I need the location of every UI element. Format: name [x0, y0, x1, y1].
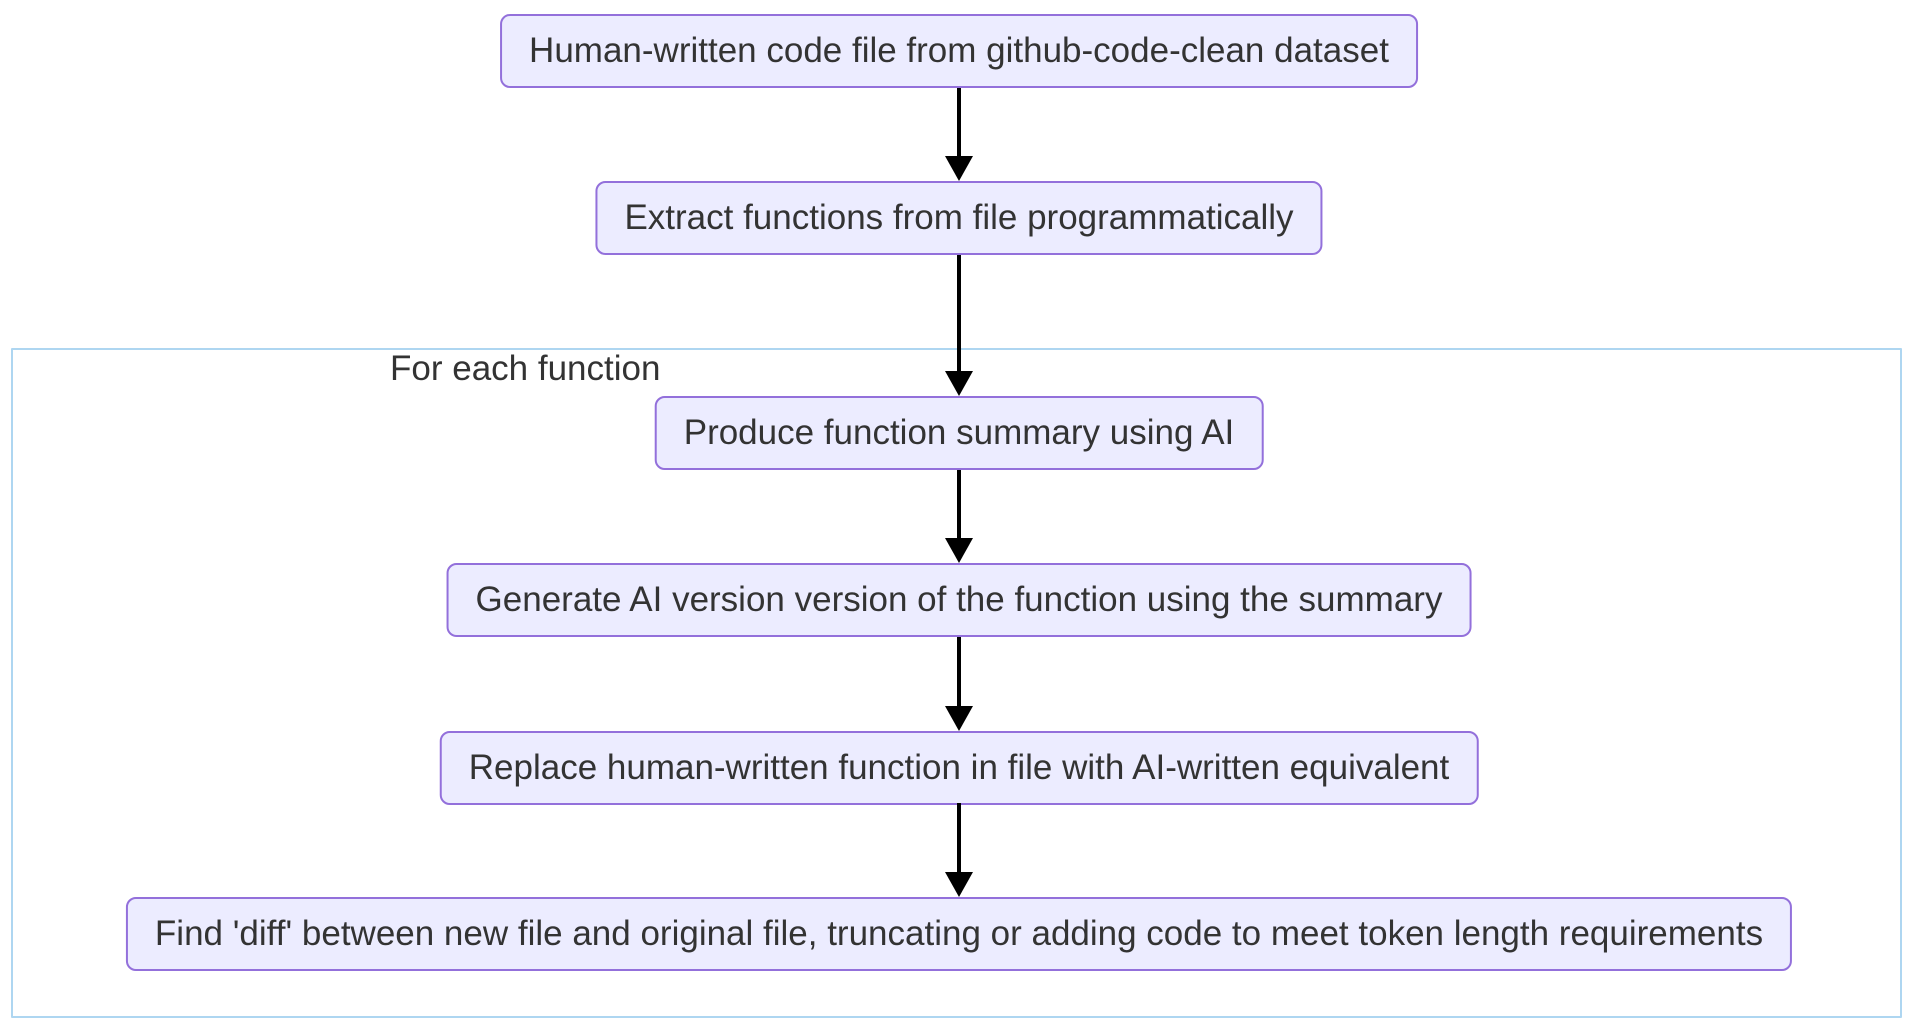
- arrow-shaft: [957, 803, 961, 872]
- arrow-shaft: [957, 255, 961, 371]
- arrow-down-icon: [945, 637, 973, 731]
- node-find-diff: Find 'diff' between new file and origina…: [125, 897, 1793, 971]
- arrow-down-icon: [945, 803, 973, 897]
- node-generate-ai-version: Generate AI version version of the funct…: [446, 563, 1472, 637]
- arrow-shaft: [957, 637, 961, 706]
- arrowhead-icon: [945, 156, 973, 181]
- arrow-shaft: [957, 88, 961, 156]
- arrowhead-icon: [945, 538, 973, 563]
- arrowhead-icon: [945, 706, 973, 731]
- node-source-file: Human-written code file from github-code…: [500, 14, 1418, 88]
- node-extract-functions: Extract functions from file programmatic…: [595, 181, 1323, 255]
- arrowhead-icon: [945, 371, 973, 396]
- for-each-function-group-label: For each function: [390, 349, 661, 388]
- arrow-shaft: [957, 470, 961, 538]
- node-replace-function: Replace human-written function in file w…: [439, 731, 1479, 805]
- arrow-down-icon: [945, 255, 973, 396]
- arrow-down-icon: [945, 88, 973, 181]
- arrow-down-icon: [945, 470, 973, 563]
- arrowhead-icon: [945, 872, 973, 897]
- node-produce-summary: Produce function summary using AI: [654, 396, 1264, 470]
